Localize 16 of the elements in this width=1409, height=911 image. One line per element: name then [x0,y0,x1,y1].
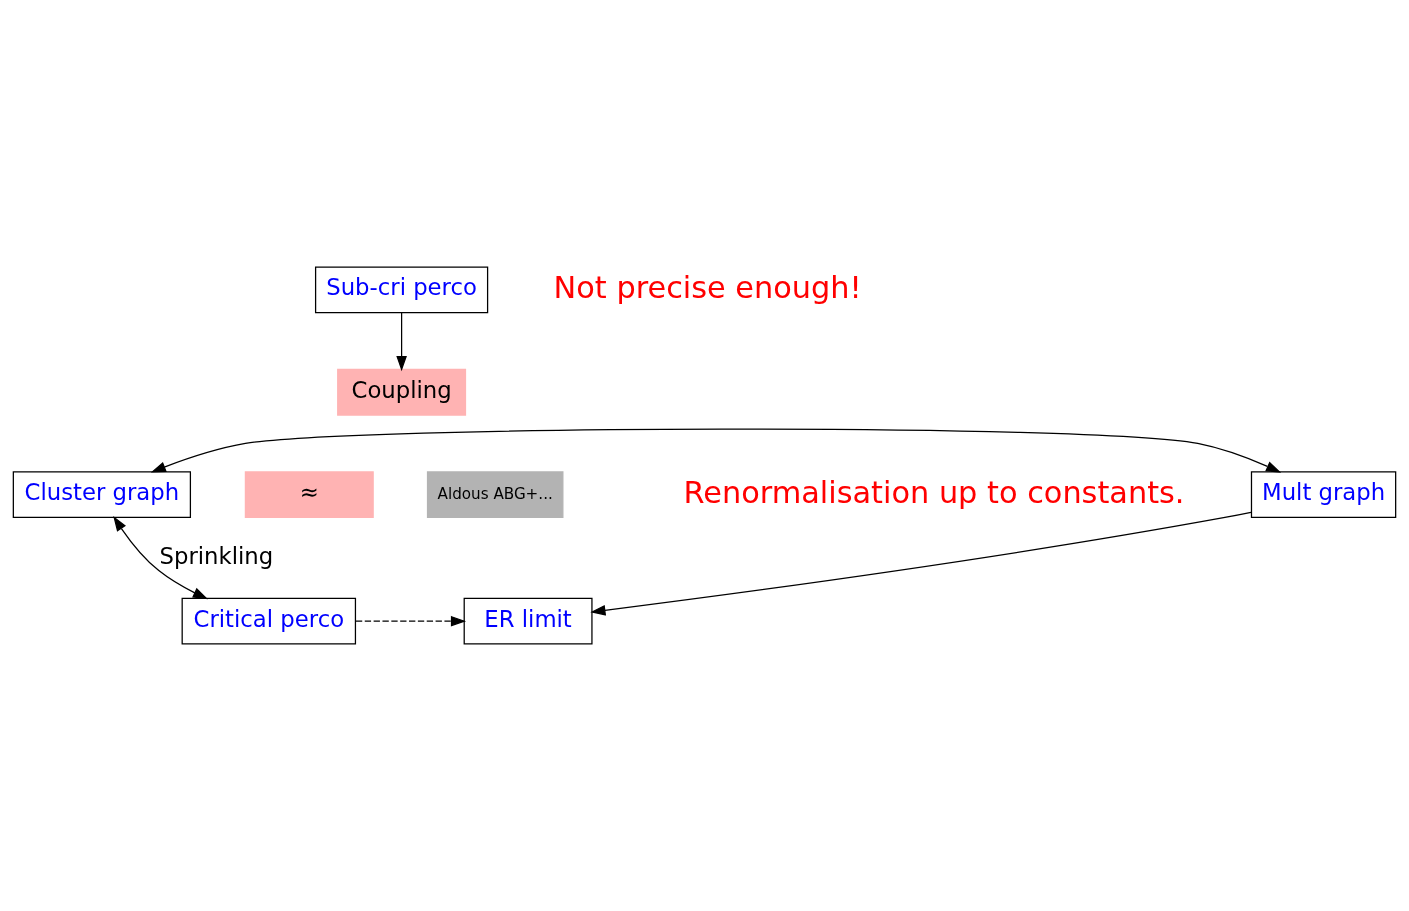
edge-label: Sprinkling [159,542,274,569]
node-box: Critical perco [181,597,357,645]
arrow [396,312,407,372]
arrow [113,516,209,600]
label: Not precise enough! [553,269,862,305]
node-box: Sub-cri perco [314,266,489,314]
arrow [590,511,1252,616]
node-box: Aldous ABG+... [426,471,564,519]
node-box: Mult graph [1250,471,1397,519]
arrow [150,428,1282,473]
node-box: ≈ [244,471,374,519]
node-box: Cluster graph [12,471,192,519]
node-box: ER limit [463,597,593,645]
arrow [355,615,467,627]
label: Renormalisation up to constants. [683,474,1185,510]
node-box: Coupling [337,368,467,416]
